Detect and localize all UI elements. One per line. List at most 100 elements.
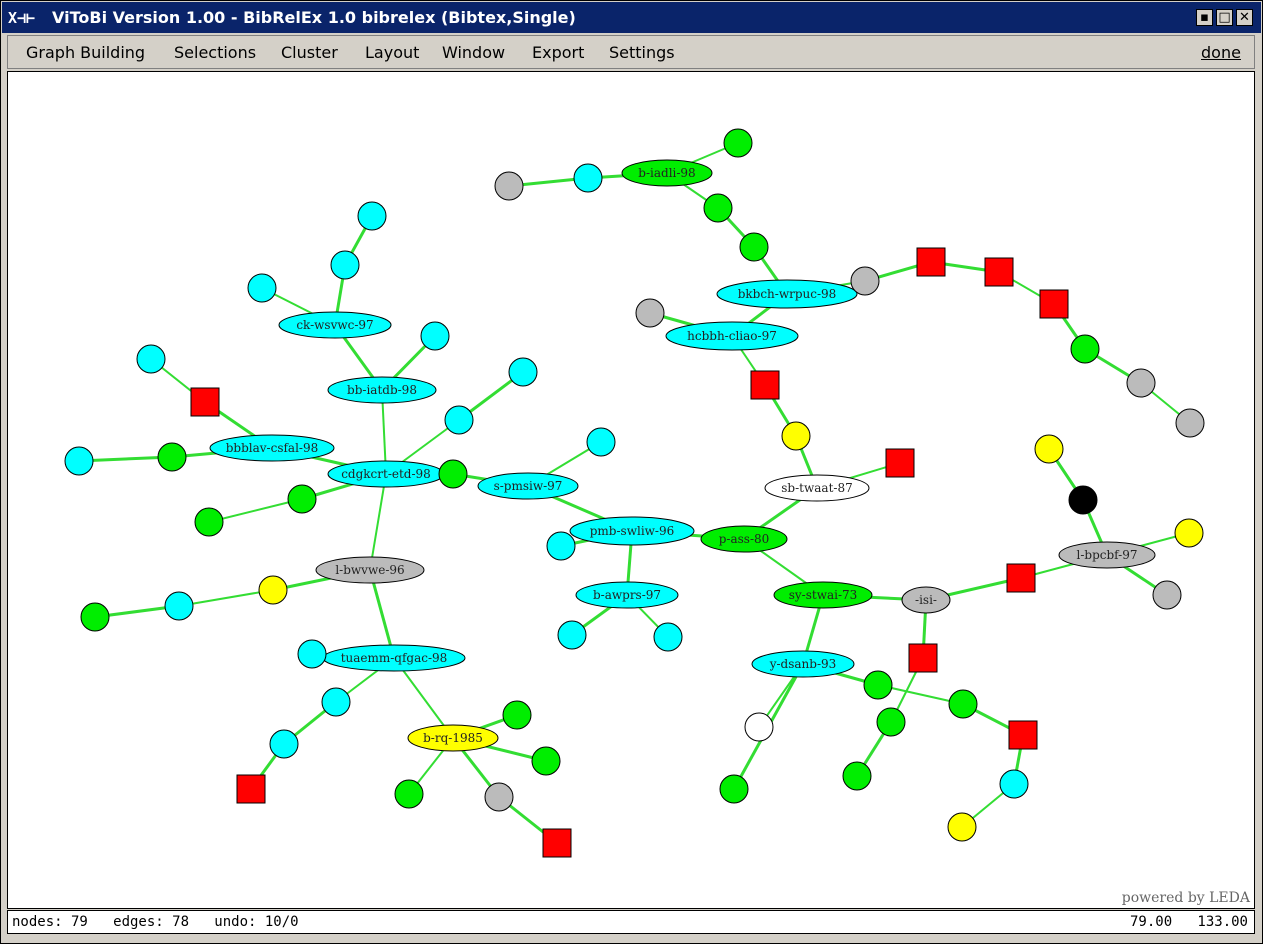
graph-node-r4[interactable] bbox=[750, 370, 780, 400]
graph-node-g12[interactable] bbox=[194, 507, 224, 537]
node-shape[interactable] bbox=[330, 250, 360, 280]
node-shape[interactable] bbox=[407, 724, 499, 752]
graph-node-g13[interactable] bbox=[157, 442, 187, 472]
node-shape[interactable] bbox=[236, 774, 266, 804]
graph-node-g6[interactable] bbox=[876, 707, 906, 737]
graph-node-y4[interactable] bbox=[947, 812, 977, 842]
graph-node-c1[interactable] bbox=[573, 163, 603, 193]
graph-node-tuaem[interactable]: tuaemm-qfgac-98 bbox=[322, 644, 466, 672]
graph-node-r2[interactable] bbox=[984, 257, 1014, 287]
graph-node-gy7[interactable] bbox=[484, 782, 514, 812]
node-shape[interactable] bbox=[508, 357, 538, 387]
node-shape[interactable] bbox=[842, 761, 872, 791]
node-shape[interactable] bbox=[750, 370, 780, 400]
graph-node-gy4[interactable] bbox=[1175, 408, 1205, 438]
graph-node-g11[interactable] bbox=[287, 484, 317, 514]
node-shape[interactable] bbox=[781, 421, 811, 451]
graph-node-gy6[interactable] bbox=[1152, 580, 1182, 610]
graph-node-g7[interactable] bbox=[863, 670, 893, 700]
menu-layout[interactable]: Layout bbox=[365, 43, 420, 62]
graph-node-c8[interactable] bbox=[508, 357, 538, 387]
title-bar[interactable]: X⊣⊢ ViToBi Version 1.00 - BibRelEx 1.0 b… bbox=[2, 2, 1261, 33]
graph-node-c2[interactable] bbox=[999, 769, 1029, 799]
graph-edge[interactable] bbox=[381, 389, 387, 475]
node-shape[interactable] bbox=[1008, 720, 1038, 750]
node-shape[interactable] bbox=[908, 643, 938, 673]
graph-node-pmbswliw[interactable]: pmb-swliw-96 bbox=[569, 516, 695, 546]
graph-node-gy1[interactable] bbox=[494, 171, 524, 201]
graph-node-c3[interactable] bbox=[546, 531, 576, 561]
graph-edge[interactable] bbox=[369, 473, 387, 571]
graph-node-r5[interactable] bbox=[885, 448, 915, 478]
graph-node-r3[interactable] bbox=[1039, 289, 1069, 319]
node-shape[interactable] bbox=[1174, 518, 1204, 548]
node-shape[interactable] bbox=[703, 193, 733, 223]
close-button[interactable]: ✕ bbox=[1236, 9, 1253, 26]
node-shape[interactable] bbox=[751, 650, 855, 678]
node-shape[interactable] bbox=[719, 774, 749, 804]
app-icon[interactable]: X⊣⊢ bbox=[8, 9, 36, 27]
graph-node-w1[interactable] bbox=[744, 712, 774, 742]
node-shape[interactable] bbox=[916, 247, 946, 277]
node-shape[interactable] bbox=[901, 586, 951, 614]
graph-node-c14[interactable] bbox=[357, 201, 387, 231]
node-shape[interactable] bbox=[947, 812, 977, 842]
graph-node-lbpcbf[interactable]: l-bpcbf-97 bbox=[1058, 541, 1156, 569]
graph-node-c17[interactable] bbox=[321, 687, 351, 717]
node-shape[interactable] bbox=[557, 620, 587, 650]
node-shape[interactable] bbox=[258, 575, 288, 605]
done-button[interactable]: done bbox=[1201, 43, 1241, 62]
graph-edge[interactable] bbox=[208, 498, 303, 523]
graph-node-y2[interactable] bbox=[1034, 434, 1064, 464]
node-shape[interactable] bbox=[700, 525, 788, 553]
graph-node-pass[interactable]: p-ass-80 bbox=[700, 525, 788, 553]
graph-node-r10[interactable] bbox=[236, 774, 266, 804]
node-shape[interactable] bbox=[863, 670, 893, 700]
node-shape[interactable] bbox=[80, 602, 110, 632]
graph-node-sbtwaat[interactable]: sb-twaat-87 bbox=[764, 474, 870, 502]
node-shape[interactable] bbox=[635, 298, 665, 328]
node-shape[interactable] bbox=[420, 321, 450, 351]
graph-node-g17[interactable] bbox=[394, 779, 424, 809]
graph-node-r1[interactable] bbox=[916, 247, 946, 277]
node-shape[interactable] bbox=[444, 405, 474, 435]
node-shape[interactable] bbox=[502, 700, 532, 730]
node-shape[interactable] bbox=[287, 484, 317, 514]
graph-node-bawprs[interactable]: b-awprs-97 bbox=[575, 581, 679, 609]
node-shape[interactable] bbox=[739, 232, 769, 262]
node-shape[interactable] bbox=[744, 712, 774, 742]
node-shape[interactable] bbox=[1006, 563, 1036, 593]
graph-node-g15[interactable] bbox=[502, 700, 532, 730]
node-shape[interactable] bbox=[542, 828, 572, 858]
graph-node-bkbch[interactable]: bkbch-wrpuc-98 bbox=[716, 279, 858, 309]
node-shape[interactable] bbox=[773, 581, 873, 609]
graph-node-y5[interactable] bbox=[258, 575, 288, 605]
graph-node-gy5[interactable] bbox=[635, 298, 665, 328]
node-shape[interactable] bbox=[64, 446, 94, 476]
node-shape[interactable] bbox=[1126, 368, 1156, 398]
node-shape[interactable] bbox=[1152, 580, 1182, 610]
graph-node-lbwvwe[interactable]: l-bwvwe-96 bbox=[315, 556, 425, 584]
node-shape[interactable] bbox=[850, 266, 880, 296]
node-shape[interactable] bbox=[209, 434, 335, 462]
node-shape[interactable] bbox=[247, 273, 277, 303]
graph-node-r7[interactable] bbox=[908, 643, 938, 673]
menu-export[interactable]: Export bbox=[532, 43, 585, 62]
graph-node-g4[interactable] bbox=[1070, 334, 1100, 364]
node-shape[interactable] bbox=[357, 201, 387, 231]
node-shape[interactable] bbox=[494, 171, 524, 201]
graph-node-y3[interactable] bbox=[1174, 518, 1204, 548]
graph-node-c4[interactable] bbox=[586, 427, 616, 457]
graph-node-g14[interactable] bbox=[80, 602, 110, 632]
graph-node-r9[interactable] bbox=[190, 387, 220, 417]
node-shape[interactable] bbox=[321, 687, 351, 717]
menu-settings[interactable]: Settings bbox=[609, 43, 675, 62]
node-shape[interactable] bbox=[876, 707, 906, 737]
graph-node-ydsanb[interactable]: y-dsanb-93 bbox=[751, 650, 855, 678]
node-shape[interactable] bbox=[569, 516, 695, 546]
node-shape[interactable] bbox=[575, 581, 679, 609]
graph-node-hcbbh[interactable]: hcbbh-cliao-97 bbox=[665, 321, 799, 351]
graph-node-c16[interactable] bbox=[297, 639, 327, 669]
node-shape[interactable] bbox=[716, 279, 858, 309]
